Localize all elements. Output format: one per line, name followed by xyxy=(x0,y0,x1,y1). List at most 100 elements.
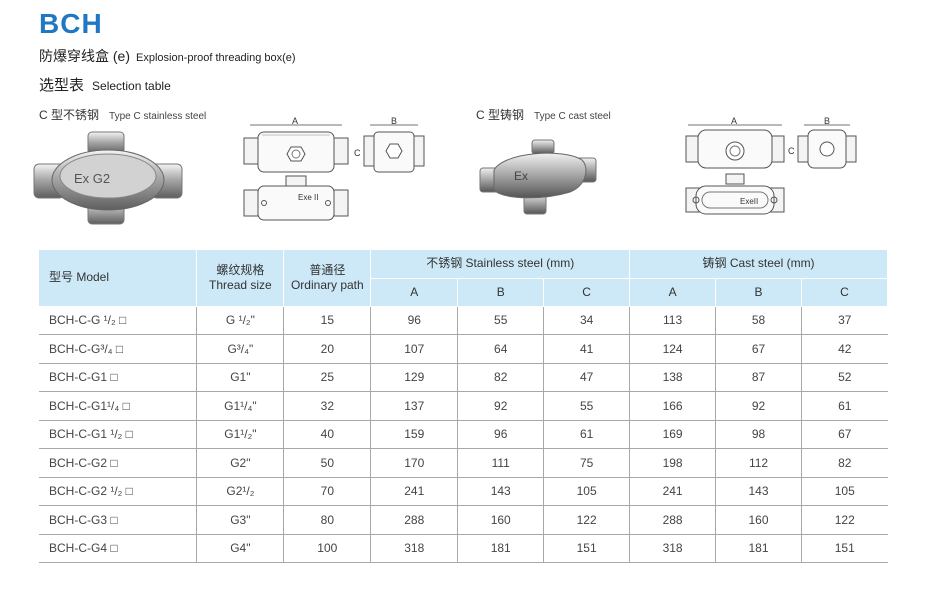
cell-sb: 181 xyxy=(457,534,545,563)
cast-box-photo: Ex xyxy=(479,139,597,215)
header-stainless-c: C xyxy=(543,278,631,307)
cell-sb: 143 xyxy=(457,477,545,506)
cell-path: 20 xyxy=(283,334,372,364)
cell-thread: G4" xyxy=(196,534,285,563)
cell-sc: 47 xyxy=(543,363,631,392)
cell-path: 32 xyxy=(283,391,372,421)
cast-front-drawing: A ExeII xyxy=(685,116,785,215)
cell-cc: 151 xyxy=(801,534,888,563)
cell-cc: 82 xyxy=(801,448,888,478)
cell-ca: 166 xyxy=(629,391,717,421)
selection-en: Selection table xyxy=(92,79,171,93)
cell-sc: 41 xyxy=(543,334,631,364)
cell-thread: G ¹/₂" xyxy=(196,306,285,335)
dim-label-c: C xyxy=(354,148,361,158)
cast-cover-marking: ExeII xyxy=(740,197,758,206)
cell-cb: 160 xyxy=(715,505,802,535)
cast-photo-marking: Ex xyxy=(514,169,528,183)
cell-ca: 318 xyxy=(629,534,717,563)
cell-thread: G3" xyxy=(196,505,285,535)
cell-model: BCH-C-G ¹/₂ □ xyxy=(39,306,198,335)
cell-sc: 75 xyxy=(543,448,631,478)
cell-model: BCH-C-G1 ¹/₂ □ xyxy=(39,420,198,449)
header-stainless-a: A xyxy=(370,278,459,307)
cell-sb: 92 xyxy=(457,391,545,421)
subtitle-zh: 防爆穿线盒 (e) xyxy=(39,48,130,64)
cell-model: BCH-C-G4 □ xyxy=(39,534,198,563)
cell-path: 40 xyxy=(283,420,372,449)
stainless-front-drawing: A Exe II xyxy=(243,116,349,221)
cell-cc: 52 xyxy=(801,363,888,392)
cell-sa: 96 xyxy=(370,306,459,335)
stainless-box-photo: Ex G2 xyxy=(33,131,183,225)
dim-label-b: B xyxy=(391,116,397,126)
brand-title: BCH xyxy=(39,8,103,39)
stainless-cover-marking: Exe II xyxy=(298,193,318,202)
cell-thread: G2" xyxy=(196,448,285,478)
cell-thread: G1¹/₂" xyxy=(196,420,285,449)
cell-model: BCH-C-G1 □ xyxy=(39,363,198,392)
header-stainless: 不锈钢 Stainless steel (mm) xyxy=(370,250,631,279)
cell-sc: 151 xyxy=(543,534,631,563)
cell-sa: 241 xyxy=(370,477,459,506)
cell-thread: G1" xyxy=(196,363,285,392)
cell-cb: 181 xyxy=(715,534,802,563)
cell-cb: 112 xyxy=(715,448,802,478)
cell-cc: 37 xyxy=(801,306,888,335)
cell-sb: 64 xyxy=(457,334,545,364)
header-stainless-b: B xyxy=(457,278,545,307)
cell-sa: 159 xyxy=(370,420,459,449)
hex-plug-icon xyxy=(286,146,306,162)
cell-thread: G³/₄" xyxy=(196,334,285,364)
cell-path: 25 xyxy=(283,363,372,392)
type-cast-en: Type C cast steel xyxy=(534,111,611,122)
cell-model: BCH-C-G1¹/₄ □ xyxy=(39,391,198,421)
cell-path: 80 xyxy=(283,505,372,535)
type-stainless-en: Type C stainless steel xyxy=(109,111,207,122)
cell-model: BCH-C-G3 □ xyxy=(39,505,198,535)
cast-dim-label-a: A xyxy=(731,116,737,126)
cell-sa: 129 xyxy=(370,363,459,392)
type-label-cast: C 型铸钢 Type C cast steel xyxy=(476,106,611,123)
cell-sc: 105 xyxy=(543,477,631,506)
cell-cc: 105 xyxy=(801,477,888,506)
cell-sb: 96 xyxy=(457,420,545,449)
cell-ca: 138 xyxy=(629,363,717,392)
cell-ca: 113 xyxy=(629,306,717,335)
cell-model: BCH-C-G³/₄ □ xyxy=(39,334,198,364)
type-stainless-zh: C 型不锈钢 xyxy=(39,108,100,122)
cell-cb: 87 xyxy=(715,363,802,392)
cell-cc: 42 xyxy=(801,334,888,364)
cell-cc: 67 xyxy=(801,420,888,449)
cell-thread: G2¹/₂ xyxy=(196,477,285,506)
cell-thread: G1¹/₄" xyxy=(196,391,285,421)
cell-sa: 107 xyxy=(370,334,459,364)
cell-path: 70 xyxy=(283,477,372,506)
header-cast: 铸钢 Cast steel (mm) xyxy=(629,250,888,279)
cast-dim-label-c: C xyxy=(788,146,795,156)
cell-sa: 170 xyxy=(370,448,459,478)
cell-cc: 122 xyxy=(801,505,888,535)
header-thread-zh: 螺纹规格 xyxy=(216,262,265,277)
cell-sc: 55 xyxy=(543,391,631,421)
cell-path: 15 xyxy=(283,306,372,335)
cell-cb: 143 xyxy=(715,477,802,506)
stainless-side-drawing: B C xyxy=(354,116,425,173)
cell-sc: 122 xyxy=(543,505,631,535)
cell-model: BCH-C-G2 ¹/₂ □ xyxy=(39,477,198,506)
cell-ca: 198 xyxy=(629,448,717,478)
cell-cb: 92 xyxy=(715,391,802,421)
type-cast-zh: C 型铸钢 xyxy=(476,108,525,122)
cell-sb: 55 xyxy=(457,306,545,335)
header-model: 型号 Model xyxy=(39,250,198,307)
